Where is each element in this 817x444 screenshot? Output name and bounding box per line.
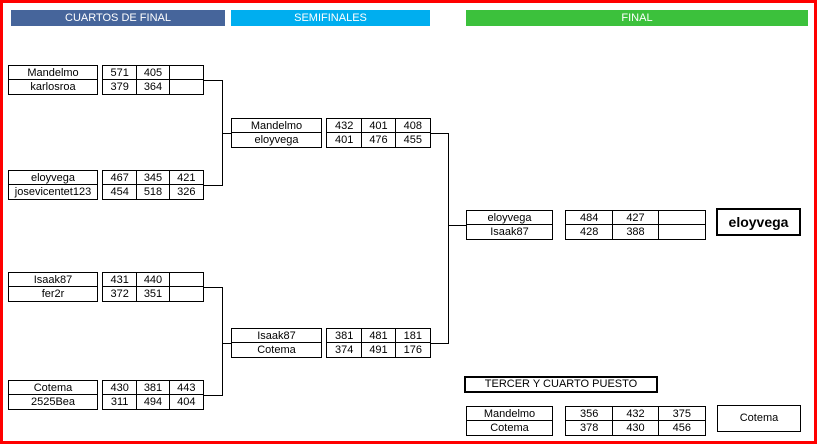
connector-line bbox=[448, 225, 466, 226]
score-cell: 176 bbox=[403, 344, 422, 356]
score-cell bbox=[658, 211, 705, 225]
quarterfinal-4-score-table: 430 381 443 311 494 404 bbox=[102, 380, 204, 410]
quarterfinal-1-score-table: 571 405 379 364 bbox=[102, 65, 204, 95]
score-cell: 431 bbox=[103, 273, 137, 287]
score-cell: 401 bbox=[334, 134, 354, 146]
player-name: fer2r bbox=[41, 288, 65, 300]
player-name: Isaak87 bbox=[232, 329, 321, 343]
header-tercer-y-cuarto-puesto: TERCER Y CUARTO PUESTO bbox=[464, 376, 658, 393]
player-name: eloyvega bbox=[9, 171, 97, 185]
score-cell: 375 bbox=[658, 407, 705, 421]
connector-line bbox=[431, 343, 449, 344]
score-cell: 381 bbox=[136, 381, 170, 395]
score-cell bbox=[170, 287, 203, 301]
score-cell: 494 bbox=[136, 395, 170, 409]
quarterfinal-1-name-box: Mandelmo karlosroa bbox=[8, 65, 98, 95]
score-cell: 430 bbox=[103, 381, 137, 395]
player-name: eloyvega bbox=[467, 211, 552, 225]
connector-line bbox=[203, 395, 223, 396]
score-cell bbox=[170, 80, 203, 94]
score-cell: 404 bbox=[177, 396, 196, 408]
score-cell: 379 bbox=[110, 81, 129, 93]
score-cell: 481 bbox=[361, 329, 396, 343]
third-place-name-box: Mandelmo Cotema bbox=[466, 406, 553, 436]
player-name: Mandelmo bbox=[9, 66, 97, 80]
quarterfinal-4-name-box: Cotema 2525Bea bbox=[8, 380, 98, 410]
semifinal-1-score-table: 432 401 408 401 476 455 bbox=[326, 118, 431, 148]
score-cell: 432 bbox=[327, 119, 362, 133]
score-cell: 388 bbox=[612, 225, 659, 239]
quarterfinal-2-name-box: eloyvega josevicentet123 bbox=[8, 170, 98, 200]
score-cell: 456 bbox=[672, 422, 691, 434]
final-score-table: 484 427 428 388 bbox=[565, 210, 706, 240]
player-name: 2525Bea bbox=[30, 396, 76, 408]
connector-line bbox=[448, 133, 449, 344]
score-cell: 432 bbox=[612, 407, 659, 421]
header-semifinales: SEMIFINALES bbox=[231, 10, 430, 26]
score-cell bbox=[169, 66, 203, 80]
score-cell: 476 bbox=[361, 133, 396, 147]
score-cell: 454 bbox=[110, 186, 129, 198]
score-cell: 374 bbox=[334, 344, 354, 356]
player-name: Cotema bbox=[490, 422, 529, 434]
score-cell: 467 bbox=[103, 171, 137, 185]
score-cell: 440 bbox=[136, 273, 170, 287]
player-name: Isaak87 bbox=[9, 273, 97, 287]
score-cell: 345 bbox=[136, 171, 170, 185]
player-name: Mandelmo bbox=[467, 407, 552, 421]
connector-line bbox=[222, 343, 231, 344]
connector-line bbox=[203, 185, 223, 186]
score-cell: 427 bbox=[612, 211, 659, 225]
third-place-winner-box: Cotema bbox=[717, 405, 801, 432]
score-cell: 484 bbox=[566, 211, 613, 225]
champion-box: eloyvega bbox=[716, 208, 801, 236]
score-cell bbox=[659, 225, 705, 239]
score-cell: 378 bbox=[579, 422, 599, 434]
semifinal-1-name-box: Mandelmo eloyvega bbox=[231, 118, 322, 148]
connector-line bbox=[203, 287, 223, 288]
connector-line bbox=[222, 133, 231, 134]
quarterfinal-3-name-box: Isaak87 fer2r bbox=[8, 272, 98, 302]
player-name: Mandelmo bbox=[232, 119, 321, 133]
score-cell: 408 bbox=[395, 119, 430, 133]
score-cell bbox=[169, 273, 203, 287]
score-cell: 455 bbox=[403, 134, 422, 146]
connector-line bbox=[222, 287, 223, 396]
score-cell: 428 bbox=[579, 226, 599, 238]
score-cell: 405 bbox=[136, 66, 170, 80]
score-cell: 356 bbox=[566, 407, 613, 421]
score-cell: 364 bbox=[136, 80, 170, 94]
score-cell: 518 bbox=[136, 185, 170, 199]
score-cell: 181 bbox=[395, 329, 430, 343]
player-name: Isaak87 bbox=[490, 226, 529, 238]
connector-line bbox=[431, 133, 449, 134]
quarterfinal-3-score-table: 431 440 372 351 bbox=[102, 272, 204, 302]
third-place-score-table: 356 432 375 378 430 456 bbox=[565, 406, 706, 436]
header-final: FINAL bbox=[466, 10, 808, 26]
player-name: Cotema bbox=[9, 381, 97, 395]
player-name: Cotema bbox=[257, 344, 296, 356]
score-cell: 372 bbox=[110, 288, 129, 300]
score-cell: 571 bbox=[103, 66, 137, 80]
header-cuartos-de-final: CUARTOS DE FINAL bbox=[11, 10, 225, 26]
player-name: karlosroa bbox=[30, 81, 76, 93]
semifinal-2-score-table: 381 481 181 374 491 176 bbox=[326, 328, 431, 358]
player-name: eloyvega bbox=[254, 134, 299, 146]
semifinal-2-name-box: Isaak87 Cotema bbox=[231, 328, 322, 358]
score-cell: 351 bbox=[136, 287, 170, 301]
connector-line bbox=[203, 80, 223, 81]
quarterfinal-2-score-table: 467 345 421 454 518 326 bbox=[102, 170, 204, 200]
final-name-box: eloyvega Isaak87 bbox=[466, 210, 553, 240]
score-cell: 491 bbox=[361, 343, 396, 357]
score-cell: 401 bbox=[361, 119, 396, 133]
player-name: josevicentet123 bbox=[14, 186, 92, 198]
score-cell: 311 bbox=[110, 396, 129, 408]
score-cell: 326 bbox=[177, 186, 196, 198]
score-cell: 430 bbox=[612, 421, 659, 435]
score-cell: 443 bbox=[169, 381, 203, 395]
score-cell: 381 bbox=[327, 329, 362, 343]
score-cell: 421 bbox=[169, 171, 203, 185]
